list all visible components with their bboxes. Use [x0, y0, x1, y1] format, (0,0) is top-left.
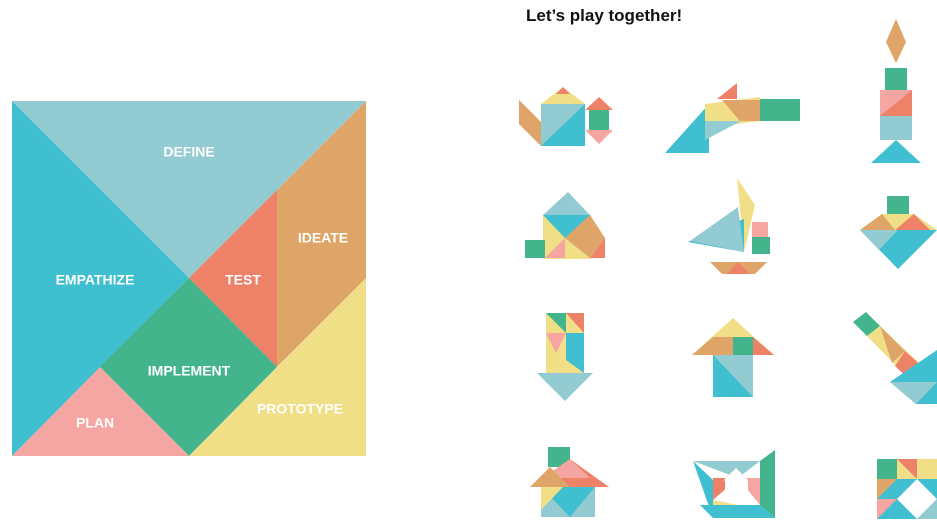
- figure-sailboat: [688, 178, 770, 274]
- figure-teapot: [519, 87, 613, 146]
- empathize-piece: [12, 101, 189, 456]
- empathize-label: EMPATHIZE: [56, 272, 135, 288]
- figure-plane: [665, 83, 800, 153]
- figure-candle: [871, 19, 921, 163]
- plan-label: PLAN: [76, 415, 114, 431]
- test-label: TEST: [225, 272, 261, 288]
- test-piece: [189, 190, 277, 367]
- figure-house-bridge: [525, 192, 605, 259]
- define-piece: [12, 101, 366, 278]
- main-tangram: DEFINE EMPATHIZE IDEATE TEST IMPLEMENT P…: [12, 101, 366, 456]
- define-label: DEFINE: [163, 144, 214, 160]
- prototype-label: PROTOTYPE: [257, 401, 343, 417]
- ideate-piece: [277, 101, 366, 367]
- figure-house-small: [530, 447, 609, 517]
- figure-square-frame: [877, 459, 937, 519]
- figure-pinwheel: [693, 450, 775, 518]
- figure-person-bending: [853, 312, 937, 404]
- implement-label: IMPLEMENT: [148, 363, 231, 379]
- prototype-piece: [189, 278, 366, 456]
- plan-piece: [12, 367, 189, 456]
- ideate-label: IDEATE: [298, 230, 348, 246]
- figure-spinning-top: [860, 196, 937, 269]
- figure-arrow-down: [537, 313, 593, 401]
- heading: Let’s play together!: [526, 6, 683, 25]
- implement-piece: [100, 278, 277, 456]
- figure-house-arrow: [692, 318, 774, 397]
